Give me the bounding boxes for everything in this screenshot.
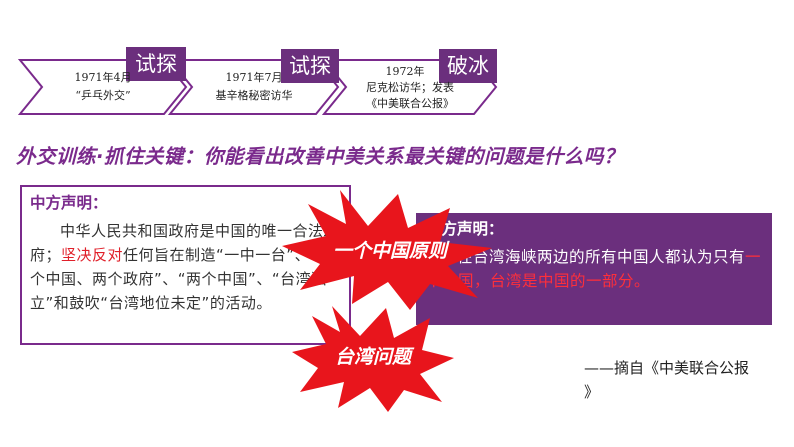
source-line-2: 》: [584, 383, 600, 401]
page-headline: 外交训练·抓住关键：你能看出改善中美关系最关键的问题是什么吗？: [16, 145, 624, 168]
timeline-desc-3a: 尼克松访华；发表: [366, 81, 454, 94]
starburst-top-label: 一个中国原则: [332, 240, 447, 262]
timeline-desc-1: “乒乓外交”: [75, 89, 131, 102]
timeline-desc-2: 基辛格秘密访华: [215, 89, 293, 102]
china-statement-title: 中方声明：: [30, 194, 108, 212]
starburst-bottom-label: 台湾问题: [334, 346, 411, 368]
timeline-date-1: 1971年4月: [74, 71, 132, 84]
timeline-tag-1: 试探: [126, 47, 186, 81]
timeline-tag-2: 试探: [281, 49, 339, 83]
source-line-1: ——摘自《中美联合公报: [584, 359, 750, 377]
china-statement-emphasis: 坚决反对: [61, 246, 124, 264]
timeline: 试探 试探 破冰 1971年4月 “乒乓外交” 1971年7月 基辛格秘密访华 …: [0, 0, 794, 140]
us-statement-box: 美方声明： 在台湾海峡两边的所有中国人都认为只有一个中国，台湾是中国的一部分。: [416, 213, 772, 325]
starburst-top: [282, 190, 492, 310]
china-statement-text-a: 中华人民共和国政府是中国的唯一合法政府；: [30, 222, 340, 264]
china-statement-text: 中华人民共和国政府是中国的唯一合法政府；坚决反对任何旨在制造“一中一台”、“一个…: [30, 219, 348, 315]
us-statement-title: 美方声明：: [426, 220, 504, 238]
china-statement-text-b: 任何旨在制造“一中一台”、“一个中国、两个政府”、“两个中国”、“台湾独立”和鼓…: [30, 246, 334, 312]
timeline-date-3: 1972年: [385, 65, 425, 78]
timeline-tag-3: 破冰: [439, 49, 497, 83]
china-statement-box: 中方声明： 中华人民共和国政府是中国的唯一合法政府；坚决反对任何旨在制造“一中一…: [20, 185, 351, 345]
us-statement-text-a: 在台湾海峡两边的所有中国人都认为只有: [457, 248, 746, 266]
starburst-bottom: [292, 306, 454, 412]
us-statement-emphasis: 一个中国，台湾是中国的一部分。: [426, 248, 762, 290]
timeline-desc-3b: 《中美联合公报》: [366, 97, 454, 110]
source-citation: ——摘自《中美联合公报 》: [584, 356, 784, 404]
us-statement-text: 在台湾海峡两边的所有中国人都认为只有一个中国，台湾是中国的一部分。: [426, 245, 766, 293]
timeline-date-2: 1971年7月: [225, 71, 283, 84]
